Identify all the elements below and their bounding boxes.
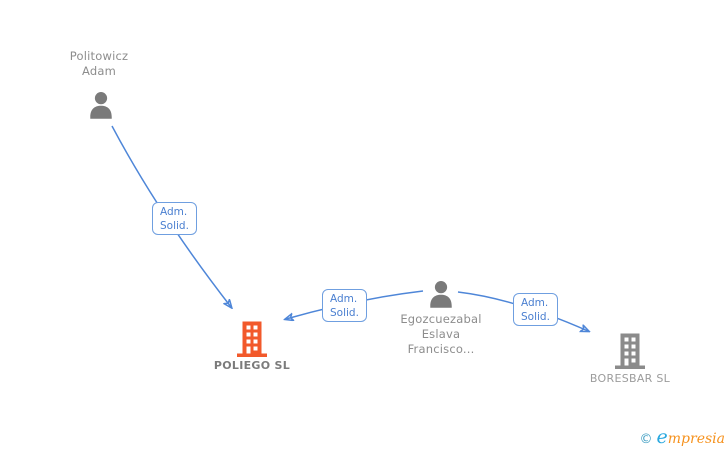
empresia-logo-initial: e xyxy=(656,426,668,448)
empresia-watermark: © empresia xyxy=(639,426,725,448)
company-name-boresbar[interactable]: BORESBAR SL xyxy=(589,372,671,385)
person-name-egozcuezabal[interactable]: Egozcuezabal Eslava Francisco... xyxy=(400,312,482,356)
edge-label-adm-solid-2: Adm. Solid. xyxy=(322,289,367,322)
empresia-logo-rest: mpresia xyxy=(667,431,725,447)
edge-label-adm-solid-1: Adm. Solid. xyxy=(152,202,197,235)
person-icon[interactable] xyxy=(427,280,455,310)
copyright-icon: © xyxy=(639,432,653,447)
person-icon[interactable] xyxy=(87,91,115,121)
edge-label-adm-solid-3: Adm. Solid. xyxy=(513,293,558,326)
company-name-poliego[interactable]: POLIEGO SL xyxy=(213,359,291,372)
person-name-politowicz[interactable]: Politowicz Adam xyxy=(69,49,129,78)
empresia-logo: empresia xyxy=(656,426,725,448)
building-icon[interactable] xyxy=(614,333,646,369)
building-icon[interactable] xyxy=(236,321,268,357)
